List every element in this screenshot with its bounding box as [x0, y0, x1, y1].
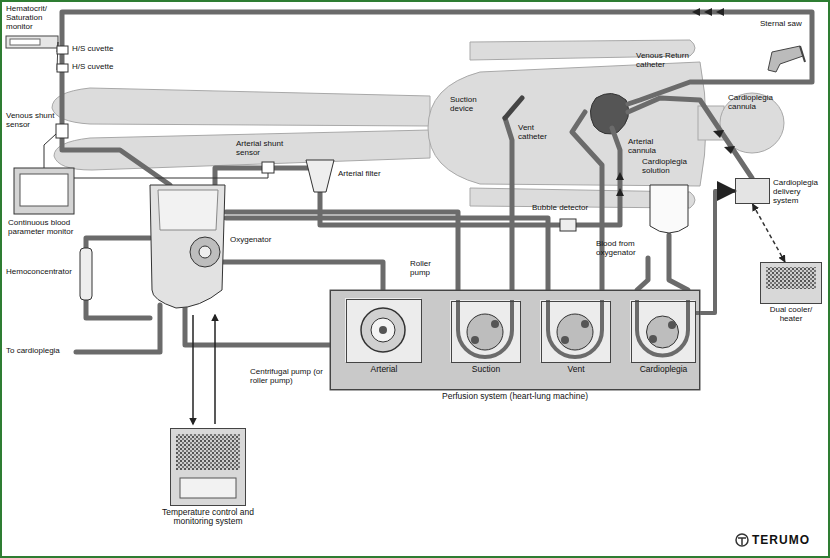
- roller-pump-tube: [458, 300, 688, 357]
- node-label: Temperature control and monitoring syste…: [143, 508, 273, 527]
- node-label: Suction: [452, 365, 520, 374]
- cooler-display: [766, 267, 816, 289]
- node-label: Cardioplegia: [629, 365, 699, 374]
- arterial-filter: [306, 160, 334, 192]
- bubble-detector: [560, 219, 576, 231]
- part-label: Arterial filter: [338, 170, 398, 179]
- oxygenator-reservoir: [150, 185, 225, 308]
- suction-wand: [505, 98, 522, 118]
- pump-housing: [540, 300, 610, 362]
- console-body: [330, 290, 700, 390]
- part-label: Venous Return catheter: [636, 52, 694, 70]
- logo-mark: [736, 534, 748, 546]
- pump-box: Arterial: [346, 299, 422, 363]
- coolant-connector: [753, 204, 786, 262]
- device-box: Temperature control and monitoring syste…: [170, 428, 246, 506]
- device-box: Dual cooler/ heater: [760, 262, 822, 304]
- part-label: Centrifugal pump (or roller pump): [250, 368, 335, 386]
- part-label: Bubble detector: [532, 204, 602, 213]
- hemoconcentrator: [80, 248, 92, 300]
- part-label: Venous shunt sensor: [6, 112, 56, 130]
- part-label: Cardioplegia cannula: [728, 94, 778, 112]
- node-label: Dual cooler/ heater: [760, 306, 822, 324]
- part-label: Sternal saw: [760, 20, 804, 29]
- patient-body: [52, 40, 784, 208]
- part-label: Continuous blood parameter monitor: [8, 219, 78, 237]
- temperature-screen: [180, 478, 236, 498]
- temperature-display: [176, 434, 240, 470]
- node-label: Cardioplegia delivery system: [773, 179, 823, 205]
- part-label: To cardioplegia: [6, 347, 74, 356]
- part-label: Arterial cannula: [628, 138, 668, 156]
- cuvette: [57, 64, 68, 72]
- delivery-device: [735, 178, 770, 204]
- pump-box: Suction: [451, 301, 521, 363]
- pump-housing: [345, 298, 421, 362]
- sternal-saw: [768, 46, 805, 72]
- roller-rotor: [467, 314, 679, 350]
- part-label: Suction device: [450, 96, 494, 114]
- node-label: Arterial: [348, 365, 420, 374]
- console-band: Perfusion system (heart-lung machine)Art…: [330, 290, 700, 390]
- part-label: Hemoconcentrator: [6, 268, 80, 277]
- device-box: Cardioplegia delivery system: [735, 178, 770, 204]
- part-label: Cardioplegia solution: [642, 158, 698, 176]
- part-label: Vent catheter: [518, 124, 558, 142]
- exchange-arrow: [214, 315, 216, 424]
- logo-mark: [738, 538, 746, 545]
- pump-housing: [630, 300, 695, 362]
- part-label: Hematocrit/ Saturation monitor: [6, 5, 60, 31]
- centrifugal-pump: [361, 308, 405, 352]
- node-label: Perfusion system (heart-lung machine): [395, 392, 635, 401]
- temperature-device: [170, 428, 246, 506]
- part-label: Roller pump: [410, 260, 446, 278]
- cooler-device: [760, 262, 822, 304]
- brand-mark: TERUMO: [752, 534, 822, 547]
- blood-parameter-monitor: [14, 134, 268, 214]
- cardioplegia-bag: [650, 185, 688, 233]
- pump-housing: [450, 300, 520, 362]
- pump-box: Cardioplegia: [631, 301, 696, 363]
- part-label: H/S cuvette: [72, 63, 132, 72]
- pump-box: Vent: [541, 301, 611, 363]
- arterial-shunt-sensor: [262, 162, 274, 173]
- hematocrit-monitor: [6, 36, 58, 70]
- venous-shunt-sensor: [56, 124, 68, 138]
- tube-connector: [696, 191, 735, 313]
- part-label: Oxygenator: [230, 236, 290, 245]
- node-label: Vent: [542, 365, 610, 374]
- part-label: Blood from oxygenator: [596, 240, 642, 258]
- cuvette: [57, 46, 68, 54]
- exchange-arrow: [192, 315, 194, 424]
- flow-arrow: [616, 8, 735, 196]
- part-label: Arterial shunt sensor: [236, 140, 296, 158]
- part-label: H/S cuvette: [72, 45, 132, 54]
